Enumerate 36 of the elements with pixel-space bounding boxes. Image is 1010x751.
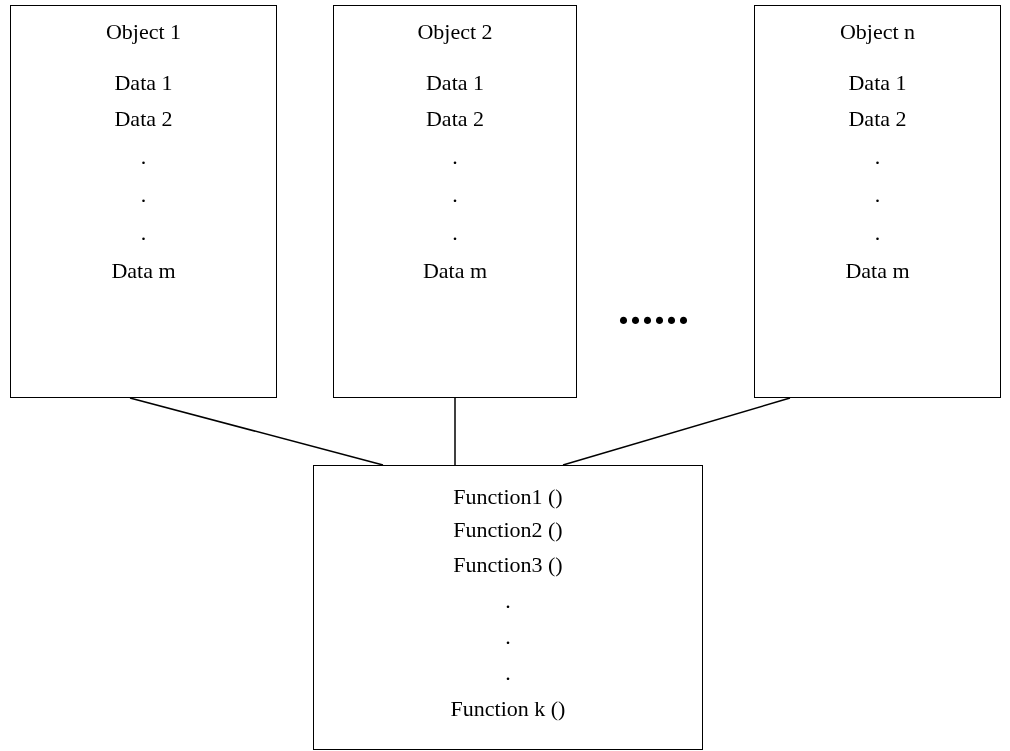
ellipsis-label: ...... xyxy=(618,288,690,332)
list-item: Data 1 xyxy=(114,70,173,96)
connector-line xyxy=(562,397,791,466)
list-item: Data m xyxy=(845,258,910,284)
list-item: . xyxy=(452,220,458,246)
list-item: . xyxy=(505,624,511,650)
list-item: Function k () xyxy=(450,696,566,722)
list-item: . xyxy=(452,144,458,170)
list-item: . xyxy=(452,182,458,208)
list-item: Function1 () xyxy=(453,484,563,510)
object-title: Object 1 xyxy=(105,19,182,45)
list-item: Data 1 xyxy=(426,70,484,96)
list-item: . xyxy=(140,144,147,170)
list-item: . xyxy=(505,660,511,686)
list-item: Data m xyxy=(111,258,176,284)
object-box xyxy=(10,5,277,398)
list-item: . xyxy=(874,220,881,246)
connector-line xyxy=(129,397,384,466)
list-item: Data 2 xyxy=(114,106,173,132)
list-item: . xyxy=(874,144,881,170)
function-box xyxy=(313,465,703,750)
list-item: . xyxy=(140,182,147,208)
list-item: Data 1 xyxy=(848,70,907,96)
list-item: Function2 () xyxy=(453,517,563,543)
list-item: . xyxy=(874,182,881,208)
connector-line xyxy=(454,397,456,466)
object-title: Object 2 xyxy=(417,19,493,45)
list-item: Data 2 xyxy=(426,106,484,132)
object-box xyxy=(333,5,577,398)
object-title: Object n xyxy=(839,19,916,45)
list-item: Data 2 xyxy=(848,106,907,132)
object-box xyxy=(754,5,1001,398)
list-item: . xyxy=(140,220,147,246)
list-item: Function3 () xyxy=(453,552,563,578)
list-item: . xyxy=(505,588,511,614)
list-item: Data m xyxy=(422,258,488,284)
